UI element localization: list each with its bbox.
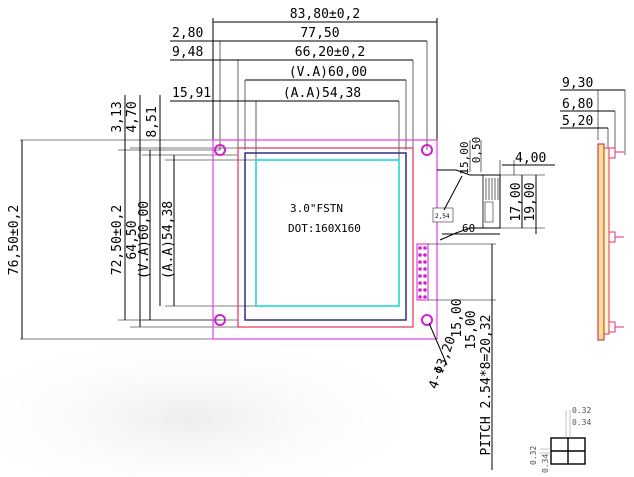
dim-thick-total: 9,30	[562, 76, 593, 91]
dim-va-width: (V.A)60,00	[289, 65, 367, 80]
dim-pin-bottom-2: 15,00	[464, 310, 479, 349]
pixel-gap-width: 0.34	[572, 418, 591, 427]
side-pcb	[597, 143, 605, 341]
left-dimensions: 76,50±0,2 72,50±0,2 64,50 (V.A)60,00 (A.…	[7, 95, 256, 340]
bezel-outline	[237, 147, 414, 328]
mount-hole-top-left	[214, 144, 226, 156]
hole-note: 4-Φ3,20	[426, 334, 459, 391]
dim-fpc-width: 4,00	[515, 151, 546, 166]
dim-total-height: 76,50±0,2	[7, 205, 22, 275]
dim-bezel-width: 66,20±0,2	[295, 45, 365, 60]
pin-step-label: 2,54	[435, 213, 450, 220]
dim-fpc-len-a: 17,00	[509, 182, 524, 221]
dim-fpc-pitch: 60	[462, 222, 475, 235]
mount-hole-bottom-left	[214, 314, 226, 326]
pin-header	[416, 243, 429, 301]
dim-aa-height: (A.A)54,38	[161, 201, 176, 279]
dim-va-height: (V.A)60,00	[137, 201, 152, 279]
panel-model: 3.0"FSTN	[290, 202, 343, 215]
dim-hole-pitch-x: 77,50	[300, 26, 339, 41]
pixel-dot-height: 0.32	[529, 446, 538, 465]
module-outline	[212, 139, 438, 340]
side-glass	[603, 147, 610, 335]
fpc-detail: 15,00 0,50 4,00 17,00 19,00 60	[437, 137, 555, 241]
dim-bezel-offset-x: 9,48	[172, 45, 203, 60]
dim-thick-mid: 6,80	[562, 97, 593, 112]
mount-hole-bottom-right	[421, 314, 433, 326]
dim-total-width: 83,80±0,2	[290, 7, 360, 22]
pixel-dot-width: 0.32	[572, 406, 591, 415]
dim-hole-pitch-y: 72,50±0,2	[110, 205, 125, 275]
side-view: 9,30 6,80 5,20	[560, 76, 626, 341]
dim-fpc-gap: 0,50	[470, 137, 483, 164]
dim-hole-offset-x: 2,80	[172, 26, 203, 41]
dim-hole-offset-y: 3,13	[110, 101, 125, 132]
pitch-note: PITCH 2.54*8=20,32	[479, 315, 494, 456]
pixel-detail: 0.32 0.34 0.32 0.34	[529, 406, 591, 473]
dim-aa-offset-y: 8,51	[145, 106, 160, 137]
viewing-area	[244, 152, 407, 321]
dim-pin-bottom: 15,00	[450, 298, 465, 337]
dim-bezel-offset-y: 4,70	[125, 101, 140, 132]
panel-resolution: DOT:160X160	[288, 222, 361, 235]
module-front-view: 3.0"FSTN DOT:160X160 2,54	[212, 139, 454, 340]
dim-aa-width: (A.A)54,38	[283, 86, 361, 101]
dim-aa-offset-x: 15,91	[172, 86, 211, 101]
dim-thick-glass: 5,20	[562, 114, 593, 129]
pixel-gap-height: 0.34	[541, 454, 550, 473]
dim-fpc-len-b: 19,00	[523, 182, 538, 221]
dim-fpc-top: 15,00	[458, 141, 471, 174]
active-area	[255, 159, 400, 307]
top-dimensions: 83,80±0,2 77,50 2,80 66,20±0,2 9,48 (V.A…	[170, 7, 438, 160]
mount-hole-top-right	[421, 144, 433, 156]
background-shade	[0, 330, 420, 477]
dim-bezel-height: 64,50	[125, 220, 140, 259]
